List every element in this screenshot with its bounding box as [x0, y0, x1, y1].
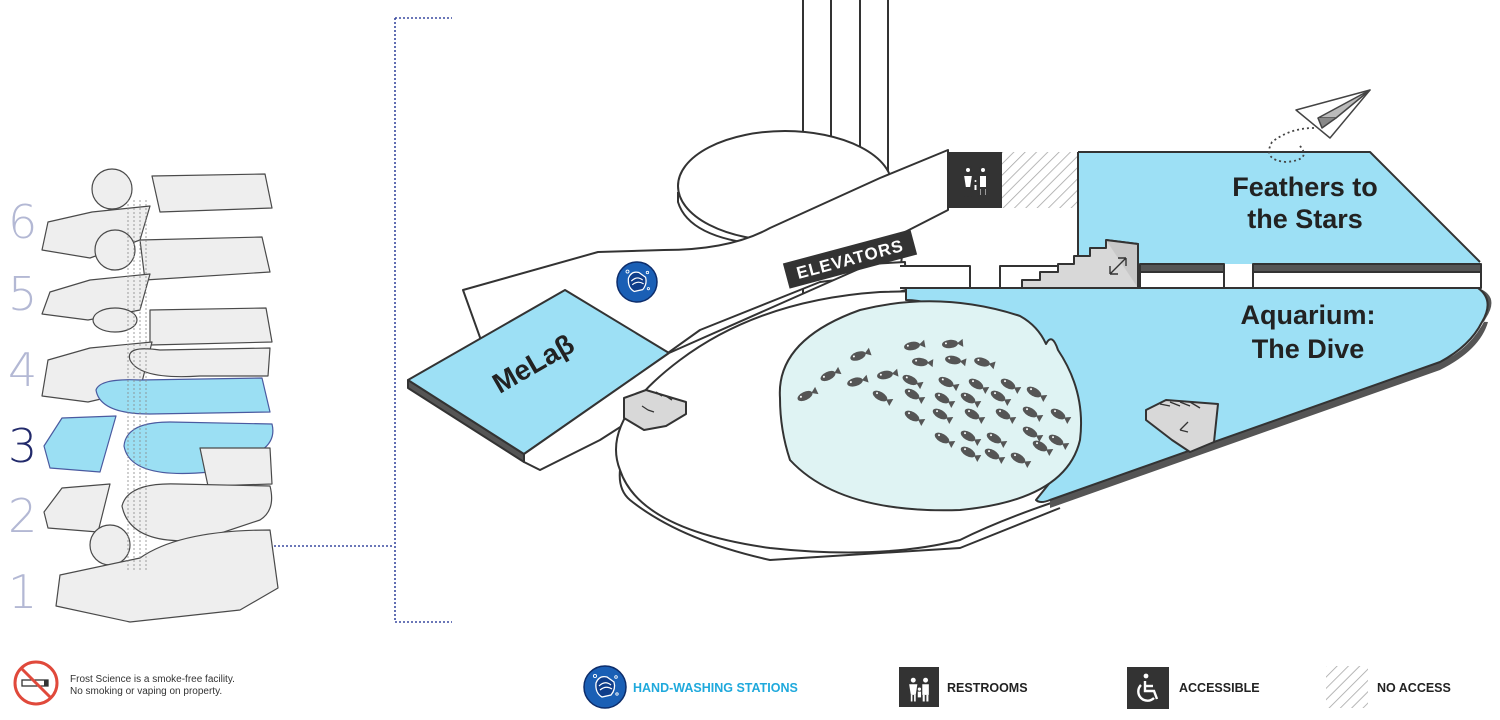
restrooms-legend-icon: [899, 667, 939, 707]
no-access-zone: [1002, 152, 1078, 208]
restrooms-legend-label: RESTROOMS: [947, 681, 1028, 695]
stairs-upper[interactable]: [1021, 239, 1139, 289]
floor-numbers: 6 5 4 3 2 1: [8, 195, 37, 619]
floor-1-plan: [55, 524, 279, 623]
hand-washing-legend-label: HAND-WASHING STATIONS: [633, 681, 798, 695]
aquarium-tank: [778, 300, 1083, 512]
smoke-free-line1: Frost Science is a smoke-free facility.: [70, 674, 235, 685]
aquarium-label-line2: The Dive: [1252, 334, 1365, 364]
no-smoking-icon: [13, 660, 59, 706]
floor-number-3-current[interactable]: 3: [8, 419, 37, 473]
floor-number-6[interactable]: 6: [8, 195, 37, 249]
smoke-free-line2: No smoking or vaping on property.: [70, 686, 222, 697]
floor-number-1[interactable]: 1: [8, 565, 37, 619]
main-floor-map: ELEVATORS MeLaβ Feathers to the Stars Aq…: [407, 0, 1492, 561]
floor-5-plan: [41, 229, 271, 333]
floor-number-4[interactable]: 4: [8, 343, 37, 397]
hand-washing-legend-icon: [583, 665, 627, 709]
floor-3-plan: [43, 377, 274, 475]
aquarium-label-line1: Aquarium:: [1241, 300, 1376, 330]
footer: Frost Science is a smoke-free facility. …: [13, 660, 1451, 709]
feathers-label-line1: Feathers to: [1232, 172, 1378, 202]
floor-6-plan: [41, 168, 273, 259]
stairs-melab[interactable]: [623, 389, 687, 431]
floor-number-2[interactable]: 2: [8, 489, 37, 543]
accessible-legend-label: ACCESSIBLE: [1179, 681, 1260, 695]
feathers-label-line2: the Stars: [1247, 204, 1363, 234]
no-access-legend-label: NO ACCESS: [1377, 681, 1451, 695]
accessible-legend-icon: [1127, 667, 1169, 709]
floor-stack: [41, 168, 279, 623]
stairs-aquarium[interactable]: [1145, 399, 1219, 453]
zoom-connector: [274, 17, 452, 623]
balcony-rails: [900, 263, 1482, 289]
paper-airplane-icon: [1268, 89, 1371, 163]
no-access-legend-icon: [1326, 666, 1368, 708]
feathers-to-the-stars-exhibit[interactable]: [1077, 151, 1481, 272]
floor-2-plan: [43, 447, 273, 542]
floor-number-5[interactable]: 5: [8, 267, 37, 321]
hand-washing-station-marker[interactable]: [616, 261, 658, 303]
